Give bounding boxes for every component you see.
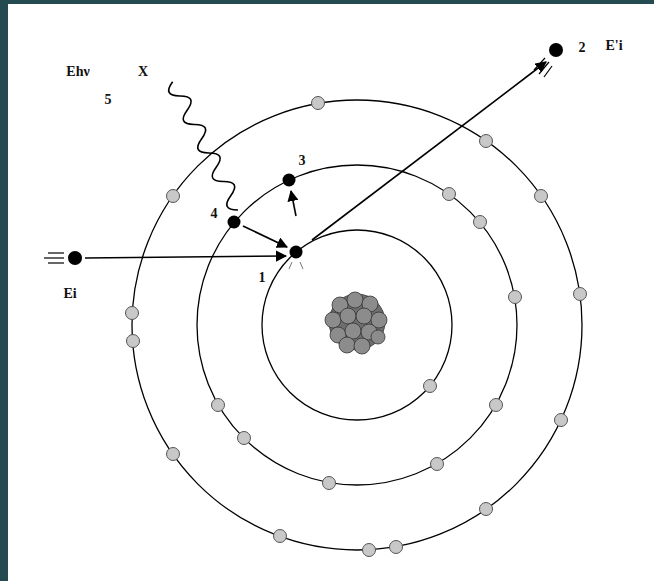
- slide-frame: [0, 0, 654, 4]
- callout-number: 3: [298, 153, 307, 168]
- callout-number: 4: [210, 206, 219, 221]
- vacancy-mark: [289, 262, 303, 269]
- energy-label: E'i: [604, 38, 623, 53]
- photon-wave: [165, 78, 245, 214]
- electron: [126, 97, 587, 557]
- active-electron: [68, 43, 563, 265]
- energy-label: Ei: [62, 286, 77, 301]
- nucleus: [325, 292, 387, 354]
- slide-frame: [0, 0, 8, 581]
- callout-number: 5: [104, 92, 113, 107]
- speed-lines: [44, 58, 552, 263]
- callout-number: 1: [258, 270, 267, 285]
- callout-number: 2: [578, 40, 587, 55]
- arrow: [85, 62, 546, 258]
- energy-label: Ehν: [65, 64, 90, 79]
- electron-shell: [132, 100, 582, 550]
- radiation-label: X: [137, 64, 149, 79]
